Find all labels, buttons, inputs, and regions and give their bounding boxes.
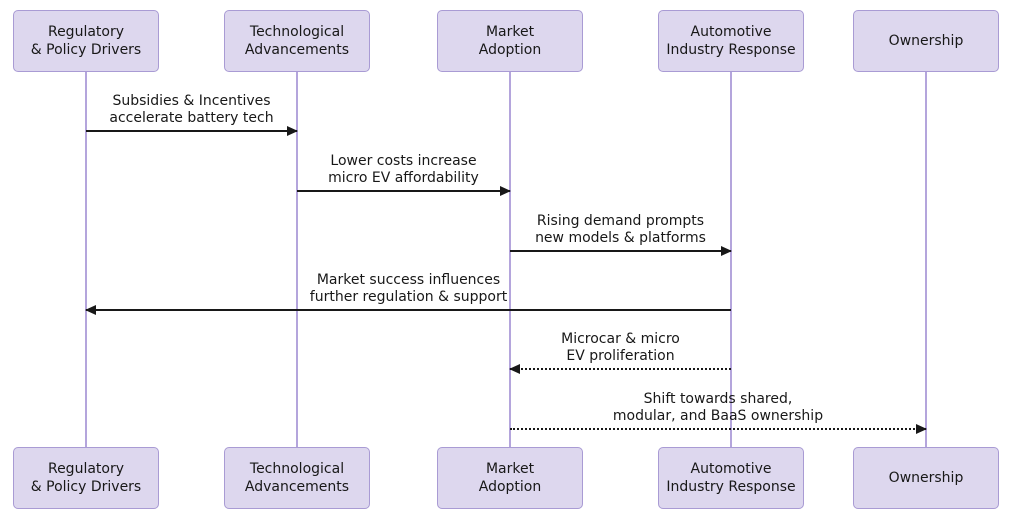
actor-bottom-ownership: Ownership — [853, 447, 999, 509]
actor-top-market-adoption: Market Adoption — [437, 10, 583, 72]
dotted-line — [510, 428, 926, 430]
actor-bottom-market-adoption: Market Adoption — [437, 447, 583, 509]
arrowhead-right-icon — [500, 186, 511, 196]
solid-line — [86, 309, 731, 311]
dotted-line — [510, 368, 731, 370]
message-line — [86, 126, 298, 136]
message-text: Rising demand prompts new models & platf… — [535, 213, 706, 246]
lifeline-technological-advancements — [296, 72, 298, 447]
arrowhead-left-icon — [85, 305, 96, 315]
message-text: Market success influences further regula… — [309, 272, 508, 305]
actor-bottom-automotive-industry-response: Automotive Industry Response — [658, 447, 804, 509]
arrowhead-right-icon — [287, 126, 298, 136]
message-line — [510, 246, 732, 256]
solid-line — [297, 190, 510, 192]
arrowhead-right-icon — [721, 246, 732, 256]
actor-top-automotive-industry-response: Automotive Industry Response — [658, 10, 804, 72]
actor-bottom-regulatory-policy-drivers: Regulatory & Policy Drivers — [13, 447, 159, 509]
solid-line — [510, 250, 731, 252]
message-lower-costs: Lower costs increase micro EV affordabil… — [297, 153, 511, 196]
actor-bottom-technological-advancements: Technological Advancements — [224, 447, 370, 509]
message-line — [510, 424, 927, 434]
message-line — [509, 364, 731, 374]
actor-top-technological-advancements: Technological Advancements — [224, 10, 370, 72]
message-shift-ownership: Shift towards shared, modular, and BaaS … — [510, 391, 927, 434]
message-text: Subsidies & Incentives accelerate batter… — [109, 93, 274, 126]
message-rising-demand: Rising demand prompts new models & platf… — [510, 213, 732, 256]
lifeline-regulatory-policy-drivers — [85, 72, 87, 447]
message-text: Lower costs increase micro EV affordabil… — [328, 153, 479, 186]
arrowhead-right-icon — [916, 424, 927, 434]
actor-top-regulatory-policy-drivers: Regulatory & Policy Drivers — [13, 10, 159, 72]
message-market-success: Market success influences further regula… — [85, 272, 731, 315]
lifeline-automotive-industry-response — [730, 72, 732, 447]
message-line — [85, 305, 731, 315]
lifeline-ownership — [925, 72, 927, 447]
message-microcar-proliferation: Microcar & micro EV proliferation — [509, 331, 731, 374]
actor-top-ownership: Ownership — [853, 10, 999, 72]
arrowhead-left-icon — [509, 364, 520, 374]
lifeline-market-adoption — [509, 72, 511, 447]
solid-line — [86, 130, 297, 132]
message-line — [297, 186, 511, 196]
message-subsidies-incentives: Subsidies & Incentives accelerate batter… — [86, 93, 298, 136]
message-text: Shift towards shared, modular, and BaaS … — [612, 391, 824, 424]
message-text: Microcar & micro EV proliferation — [561, 331, 680, 364]
